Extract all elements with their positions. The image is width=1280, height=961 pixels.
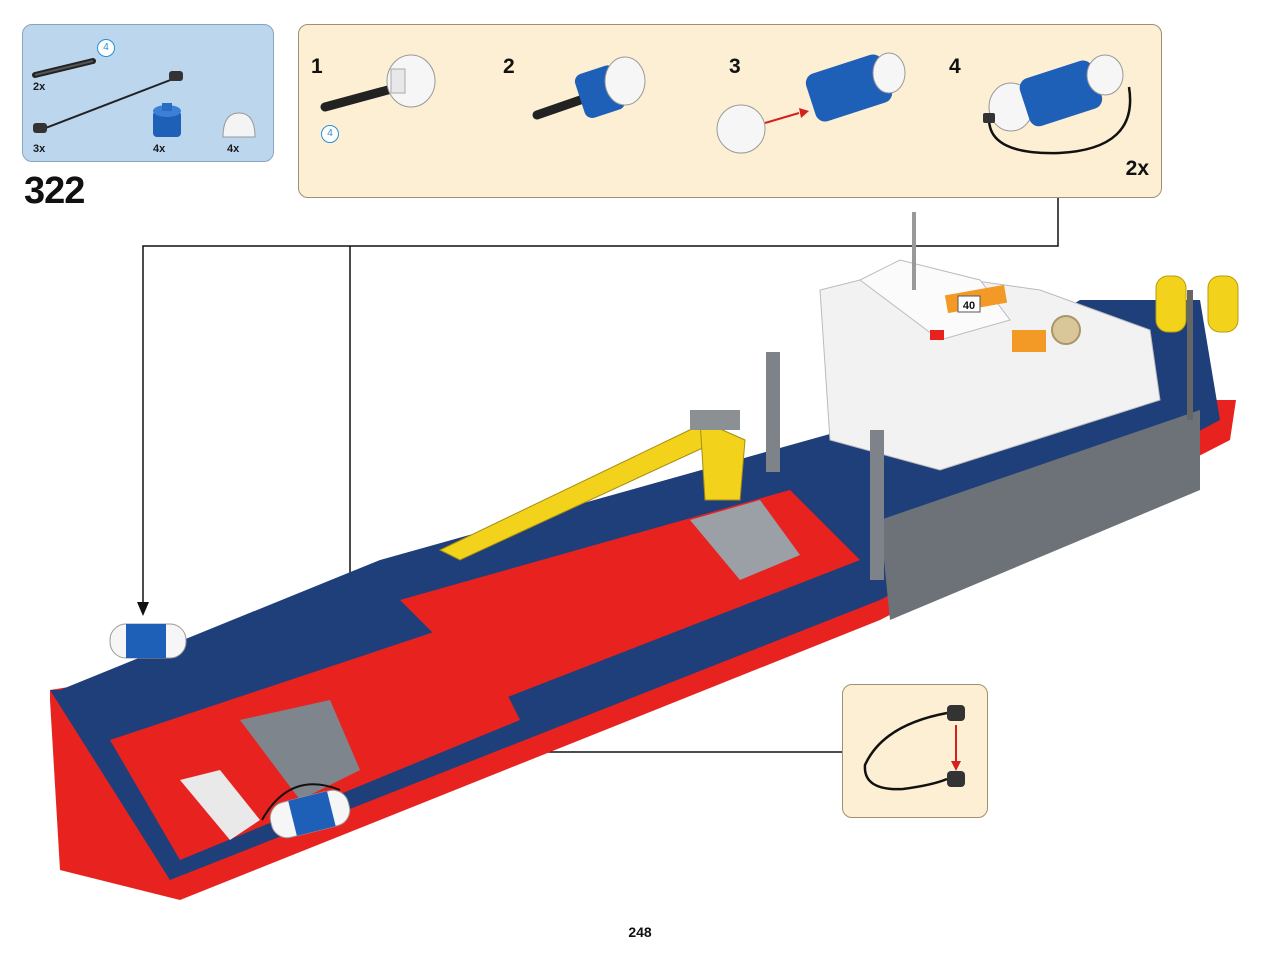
crane-hub-yellow	[699, 419, 746, 501]
substep-2-illustration	[532, 56, 646, 120]
model-tag-number: 40	[963, 300, 975, 312]
model-tag-bg	[957, 295, 981, 313]
page-number: 248	[628, 924, 652, 940]
red-light	[930, 330, 944, 340]
float-aft	[109, 623, 187, 659]
axle-qty: 2x	[33, 81, 46, 93]
substep-1-label: 1	[311, 55, 323, 78]
substep-2-label: 2	[503, 55, 515, 78]
substep-3-label: 3	[729, 55, 741, 78]
substep-4-illustration	[983, 54, 1132, 155]
crane-grey-frame	[690, 410, 740, 430]
substep-1-axle-badge: 4	[321, 125, 339, 143]
parts-list-box: 4 2x 3x 4x 4x	[22, 24, 274, 162]
parts-list-art	[32, 58, 256, 138]
axle-length-badge: 4	[97, 39, 115, 57]
dome-part-icon	[222, 112, 256, 138]
stern-grey-block	[880, 410, 1200, 620]
dome-qty: 4x	[227, 143, 240, 155]
tan-gear	[1051, 315, 1081, 345]
substep-4-label: 4	[949, 55, 961, 78]
substep-3-illustration	[716, 52, 906, 154]
deck-grey-frame	[690, 500, 800, 580]
substep-1-illustration	[320, 54, 436, 112]
round-brick-part-icon	[153, 103, 181, 137]
step-number: 322	[24, 170, 85, 212]
yellow-tank-left	[1155, 275, 1187, 333]
hull-grey-deck-parts	[240, 700, 360, 800]
subassembly-box: 1 2 3 4 4 2x	[298, 24, 1162, 198]
axle-part-icon	[32, 58, 96, 78]
string-attach-callout	[842, 684, 988, 818]
orange-block	[1012, 330, 1046, 352]
string-part-icon	[33, 71, 183, 133]
grey-beam-1	[766, 352, 780, 472]
string-attach-illustration	[863, 705, 965, 791]
round-brick-qty: 4x	[153, 143, 166, 155]
string-qty: 3x	[33, 143, 46, 155]
float-stern	[261, 783, 351, 839]
grey-beam-2	[870, 430, 884, 580]
yellow-tank-right	[1207, 275, 1239, 333]
subassembly-multiplier: 2x	[1125, 157, 1149, 180]
hull-white-deck-parts	[180, 770, 260, 840]
subassembly-art	[320, 52, 1132, 155]
